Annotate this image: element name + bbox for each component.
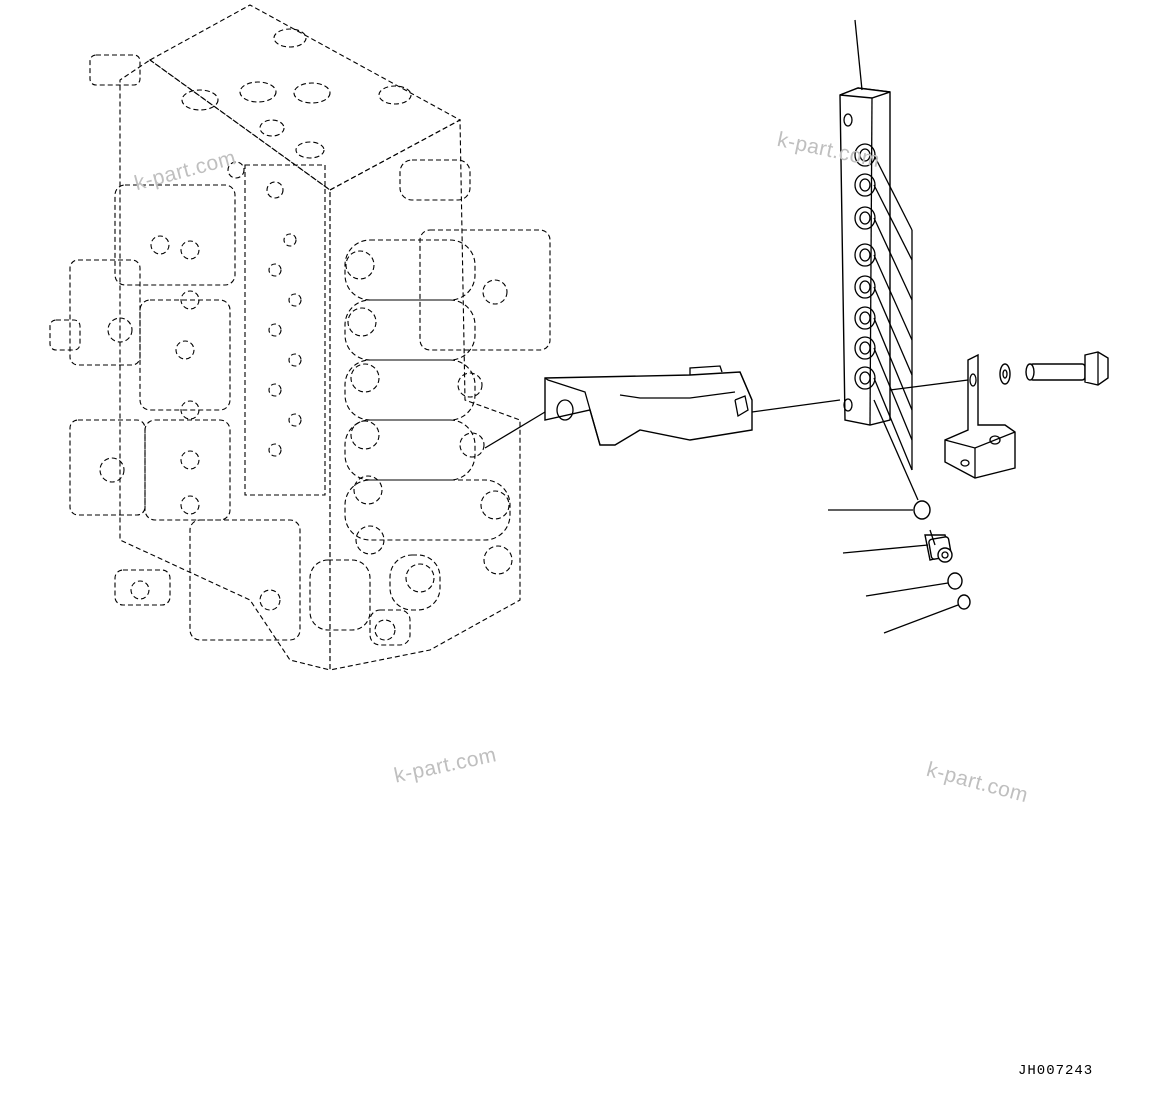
o-ring xyxy=(947,572,963,590)
connector xyxy=(924,529,953,563)
mounting-plate xyxy=(944,353,1016,479)
bracket xyxy=(544,365,753,446)
port-leader-lines xyxy=(873,154,919,501)
bolt xyxy=(1025,351,1109,386)
manifold-block xyxy=(839,87,891,426)
control-valve-assembly xyxy=(49,4,551,671)
o-ring xyxy=(913,500,931,520)
o-ring xyxy=(957,594,971,610)
drawing-code: JH007243 xyxy=(1018,1063,1094,1079)
washer xyxy=(999,363,1011,385)
